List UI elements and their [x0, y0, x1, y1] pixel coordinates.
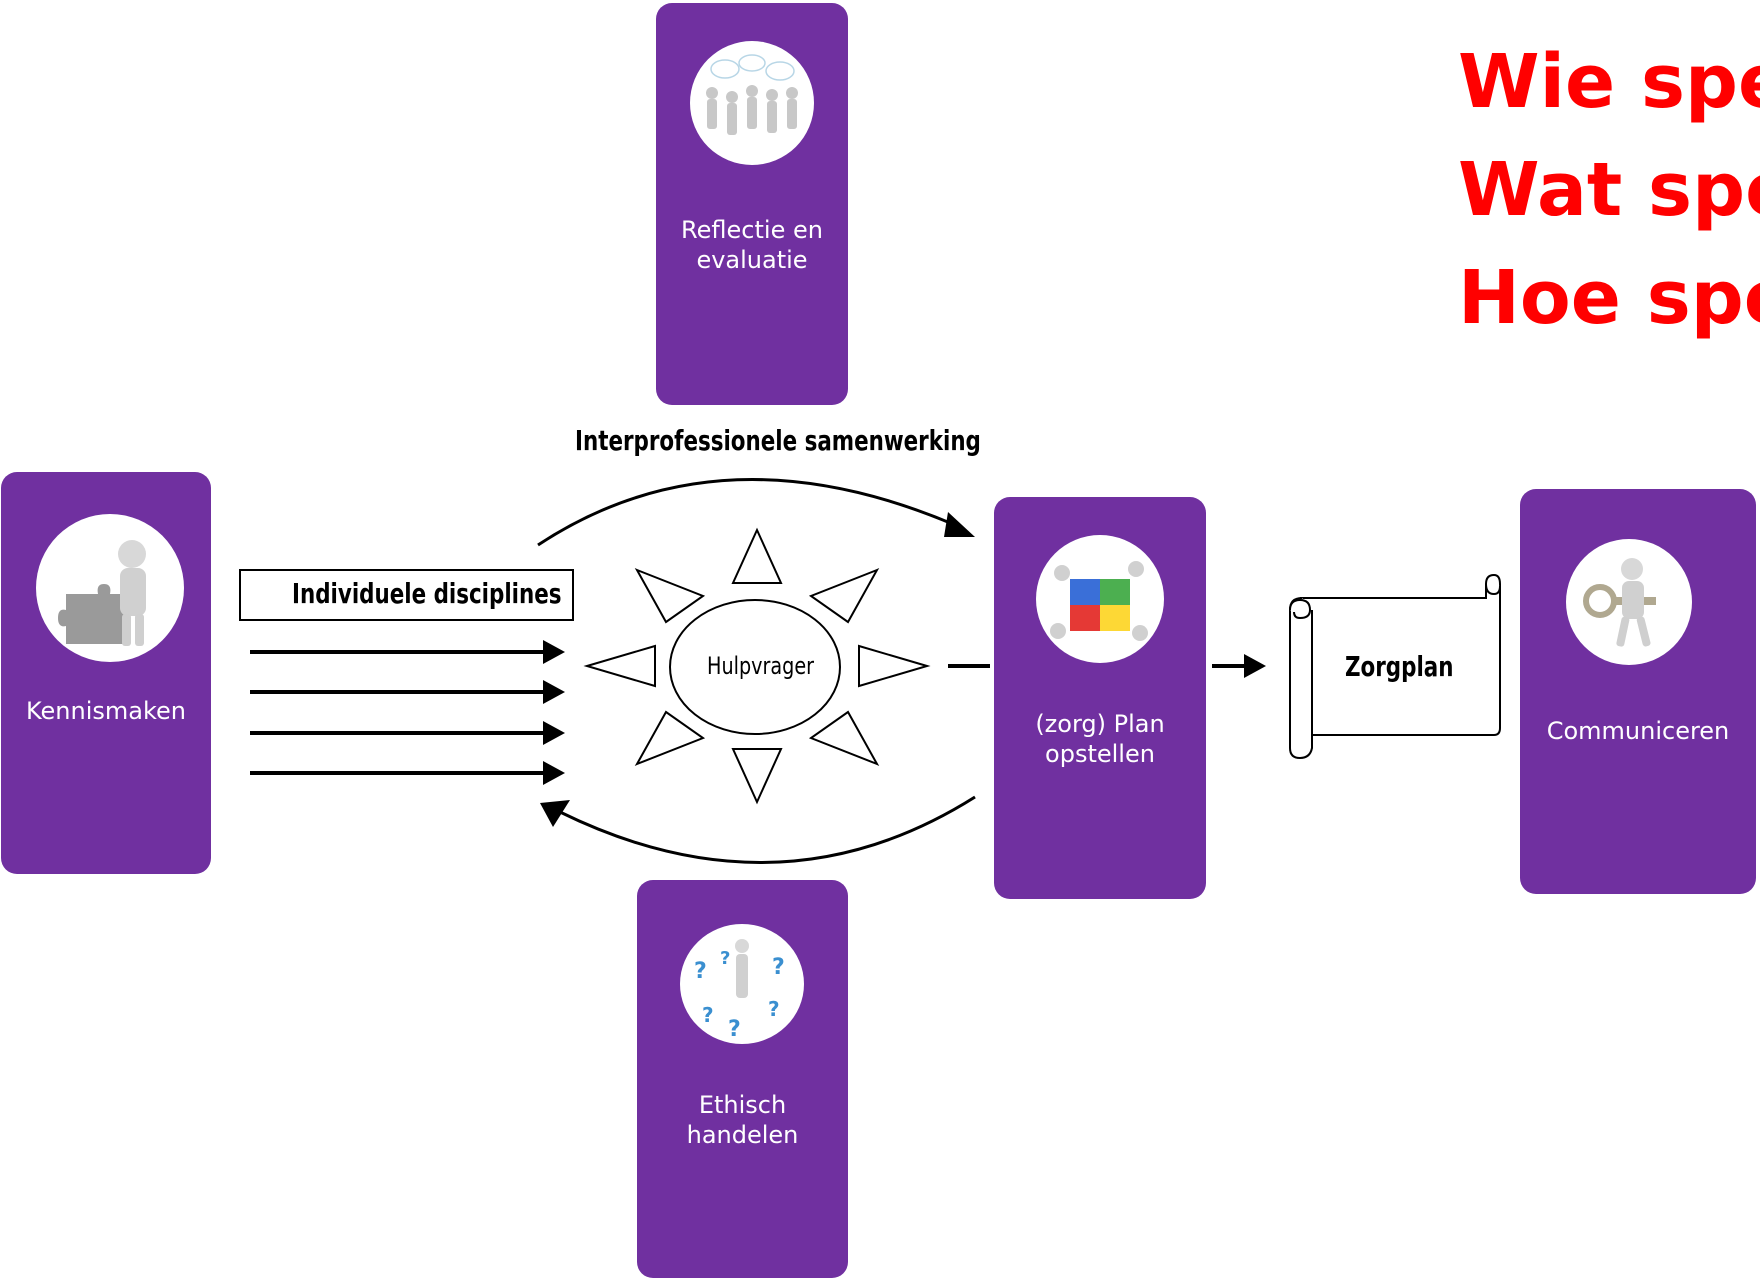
zorgplan-scroll [1289, 573, 1501, 760]
question-marks-person-icon: ? ? ? ? ? ? [680, 924, 804, 1044]
kennismaken-label: Kennismaken [25, 697, 186, 725]
zorgplan-label: Zorgplan [1345, 650, 1454, 683]
card-plan[interactable]: (zorg) Plan opstellen [994, 497, 1206, 899]
disciplines-box [239, 569, 574, 621]
interprofessional-label: Interprofessionele samenwerking [575, 424, 981, 457]
card-kennismaken[interactable]: Kennismaken [1, 472, 211, 874]
card-reflectie[interactable]: Reflectie en evaluatie [656, 3, 848, 405]
disciplines-label: Individuele disciplines [292, 577, 562, 610]
discipline-arrows [250, 650, 545, 775]
reflectie-label: Reflectie en evaluatie [681, 216, 823, 274]
ethisch-label: Ethisch handelen [686, 1091, 799, 1149]
bottom-curve-arrow [559, 795, 976, 864]
question-hoe: Hoe spe [1458, 255, 1760, 341]
svg-text:?: ? [728, 1017, 741, 1042]
question-wat: Wat spe [1458, 147, 1760, 233]
top-curve-arrow [537, 478, 956, 547]
puzzle-team-icon [1036, 535, 1164, 663]
discipline-arrowheads [543, 640, 565, 785]
sun-rays [583, 527, 931, 805]
card-ethisch[interactable]: ? ? ? ? ? ? Ethisch handelen [637, 880, 848, 1278]
hulpvrager-ellipse [669, 599, 841, 735]
hulpvrager-label: Hulpvrager [707, 652, 815, 680]
svg-text:?: ? [772, 955, 785, 980]
people-discussion-icon [690, 41, 814, 165]
puzzle-person-icon [36, 514, 184, 662]
svg-text:?: ? [702, 1003, 714, 1027]
question-wie: Wie spe [1458, 39, 1760, 125]
communiceren-label: Communiceren [1546, 717, 1730, 745]
plan-label: (zorg) Plan opstellen [1035, 710, 1165, 768]
card-communiceren[interactable]: Communiceren [1520, 489, 1756, 894]
svg-text:?: ? [768, 997, 780, 1021]
key-person-icon [1566, 539, 1692, 665]
svg-text:?: ? [694, 959, 707, 984]
svg-text:?: ? [720, 948, 730, 969]
